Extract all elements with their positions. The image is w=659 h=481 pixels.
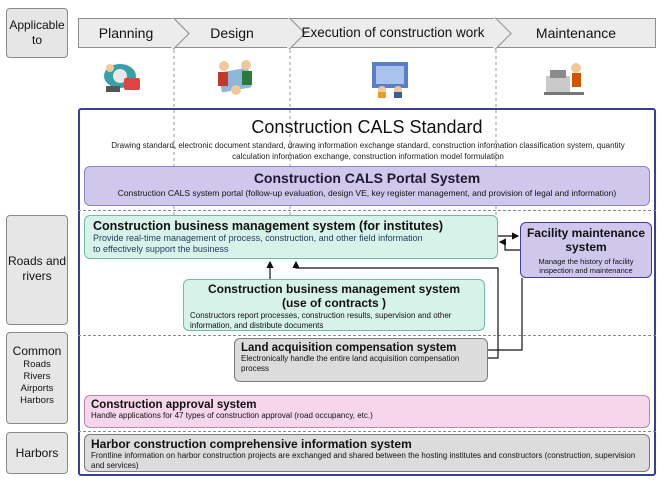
design-illustration-icon <box>218 60 252 95</box>
business-institutes-line2: to effectively support the business <box>93 244 229 254</box>
business-contracts-title-2: (use of contracts ) <box>281 296 386 310</box>
standard-description: Drawing standard, electronic document st… <box>111 141 625 161</box>
common-item: Harbors <box>20 395 54 406</box>
row-label-common: Common Roads Rivers Airports Harbors <box>6 332 68 424</box>
phase-planning: Planning <box>78 17 190 50</box>
phase-design: Design <box>174 17 306 50</box>
common-item: Airports <box>20 383 54 394</box>
divider <box>78 335 656 336</box>
land-description: Electronically handle the entire land ac… <box>241 354 460 373</box>
business-contracts-description: Constructors report processes, construct… <box>190 311 452 330</box>
business-management-institutes-box: Construction business management system … <box>84 215 498 259</box>
business-management-contracts-box: Construction business management system … <box>183 279 485 331</box>
land-acquisition-box: Land acquisition compensation system Ele… <box>234 338 488 382</box>
facility-maintenance-box: Facility maintenance system Manage the h… <box>520 222 652 278</box>
phase-execution: Execution of construction work <box>290 17 512 50</box>
common-title: Common <box>12 344 62 358</box>
divider <box>78 210 656 211</box>
facility-description: Manage the history of facility inspectio… <box>538 257 634 275</box>
planning-illustration-icon <box>104 64 140 92</box>
applicable-to-label: Applicable to <box>6 8 68 58</box>
construction-approval-box: Construction approval system Handle appl… <box>84 395 650 428</box>
harbor-system-box: Harbor construction comprehensive inform… <box>84 434 650 472</box>
common-item: Roads <box>23 359 51 370</box>
business-institutes-line1: Provide real-time management of process,… <box>93 233 423 243</box>
harbor-description: Frontline information on harbor construc… <box>91 451 636 470</box>
maintenance-illustration-icon <box>544 63 584 95</box>
row-label-harbors: Harbors <box>6 432 68 474</box>
portal-title: Construction CALS Portal System <box>253 170 481 186</box>
row-label-roads-rivers: Roads and rivers <box>6 215 68 325</box>
portal-description: Construction CALS system portal (follow-… <box>117 188 617 198</box>
divider <box>78 431 656 432</box>
business-institutes-title: Construction business management system … <box>93 219 444 233</box>
common-item: Rivers <box>23 371 51 382</box>
business-contracts-title-1: Construction business management system <box>207 282 461 296</box>
land-title: Land acquisition compensation system <box>241 342 457 354</box>
execution-illustration-icon <box>372 62 408 98</box>
harbor-title: Harbor construction comprehensive inform… <box>91 437 412 451</box>
approval-description: Handle applications for 47 types of cons… <box>91 411 373 420</box>
standard-title: Construction CALS Standard <box>251 117 483 137</box>
approval-title: Construction approval system <box>91 399 257 411</box>
main-frame <box>78 108 656 476</box>
facility-title: Facility maintenance system <box>526 226 646 254</box>
phase-maintenance: Maintenance <box>496 18 656 48</box>
portal-system-box: Construction CALS Portal System Construc… <box>84 166 650 206</box>
